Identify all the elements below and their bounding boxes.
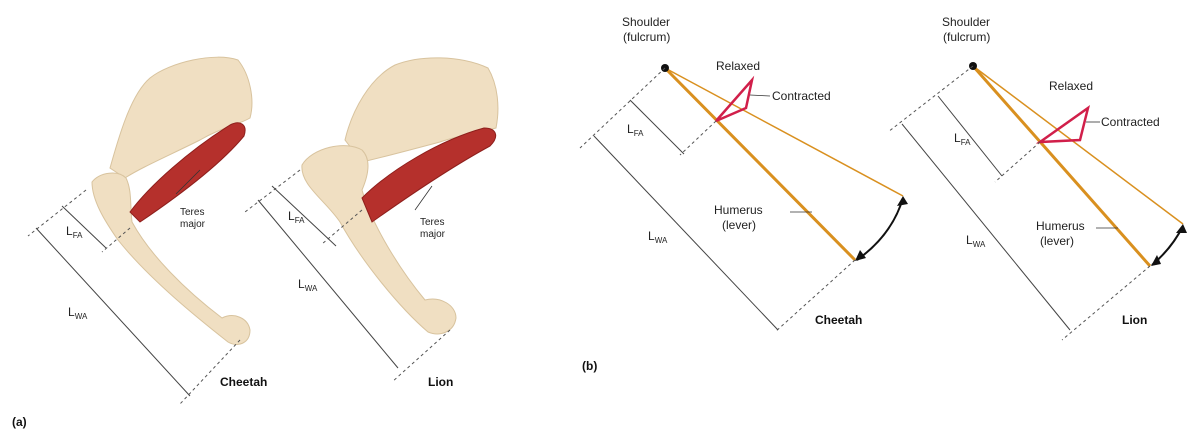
cheetah-teres-major-muscle xyxy=(129,122,246,223)
lion-contracted-label: Contracted xyxy=(1101,115,1160,129)
cheetah-lever-label: (lever) xyxy=(722,218,756,232)
cheetah-lfa-label-b: LFA xyxy=(627,122,644,138)
lion-humerus xyxy=(301,145,457,335)
lion-name-a: Lion xyxy=(428,375,453,389)
lion-lever-label: (lever) xyxy=(1040,234,1074,248)
cheetah-lwa-label: LWA xyxy=(68,305,88,321)
cheetah-shoulder-label: Shoulder xyxy=(622,15,670,29)
cheetah-humerus-label: Humerus xyxy=(714,203,763,217)
cheetah-muscle-label: Teres xyxy=(180,207,204,218)
cheetah-lwa-label-b: LWA xyxy=(648,229,668,245)
lion-name-b: Lion xyxy=(1122,313,1147,327)
lion-lfa-label: LFA xyxy=(288,209,305,225)
lion-muscle-label: Teres xyxy=(420,217,444,228)
cheetah-fulcrum-label: (fulcrum) xyxy=(623,30,670,44)
panel-b-lion: Shoulder (fulcrum) Relaxed Contracted Hu… xyxy=(887,15,1187,341)
cheetah-relaxed-label: Relaxed xyxy=(716,59,760,73)
lion-fulcrum-label: (fulcrum) xyxy=(943,30,990,44)
cheetah-scapula xyxy=(109,56,253,179)
panel-a-label: (a) xyxy=(12,415,27,429)
lion-lfa-label-b: LFA xyxy=(954,131,971,147)
lion-teres-major-muscle xyxy=(361,127,497,223)
lion-humerus-label: Humerus xyxy=(1036,219,1085,233)
lion-shoulder-label: Shoulder xyxy=(942,15,990,29)
lion-relaxed-label: Relaxed xyxy=(1049,79,1093,93)
lion-lwa-label-b: LWA xyxy=(966,233,986,249)
cheetah-lfa-label: LFA xyxy=(66,224,83,240)
cheetah-name-a: Cheetah xyxy=(220,375,267,389)
cheetah-humerus xyxy=(91,172,251,345)
cheetah-name-b: Cheetah xyxy=(815,313,862,327)
panel-a-lion: Teres major LFA LWA Lion xyxy=(244,57,499,389)
panel-b-cheetah: Shoulder (fulcrum) Relaxed Contracted Hu… xyxy=(579,15,908,333)
cheetah-muscle-label-2: major xyxy=(180,219,206,230)
panel-b-label: (b) xyxy=(582,359,597,373)
panel-a-cheetah: Teres major LFA LWA Cheetah xyxy=(27,56,267,405)
lion-muscle-label-2: major xyxy=(420,229,446,240)
cheetah-contracted-label: Contracted xyxy=(772,89,831,103)
lion-lwa-label: LWA xyxy=(298,277,318,293)
